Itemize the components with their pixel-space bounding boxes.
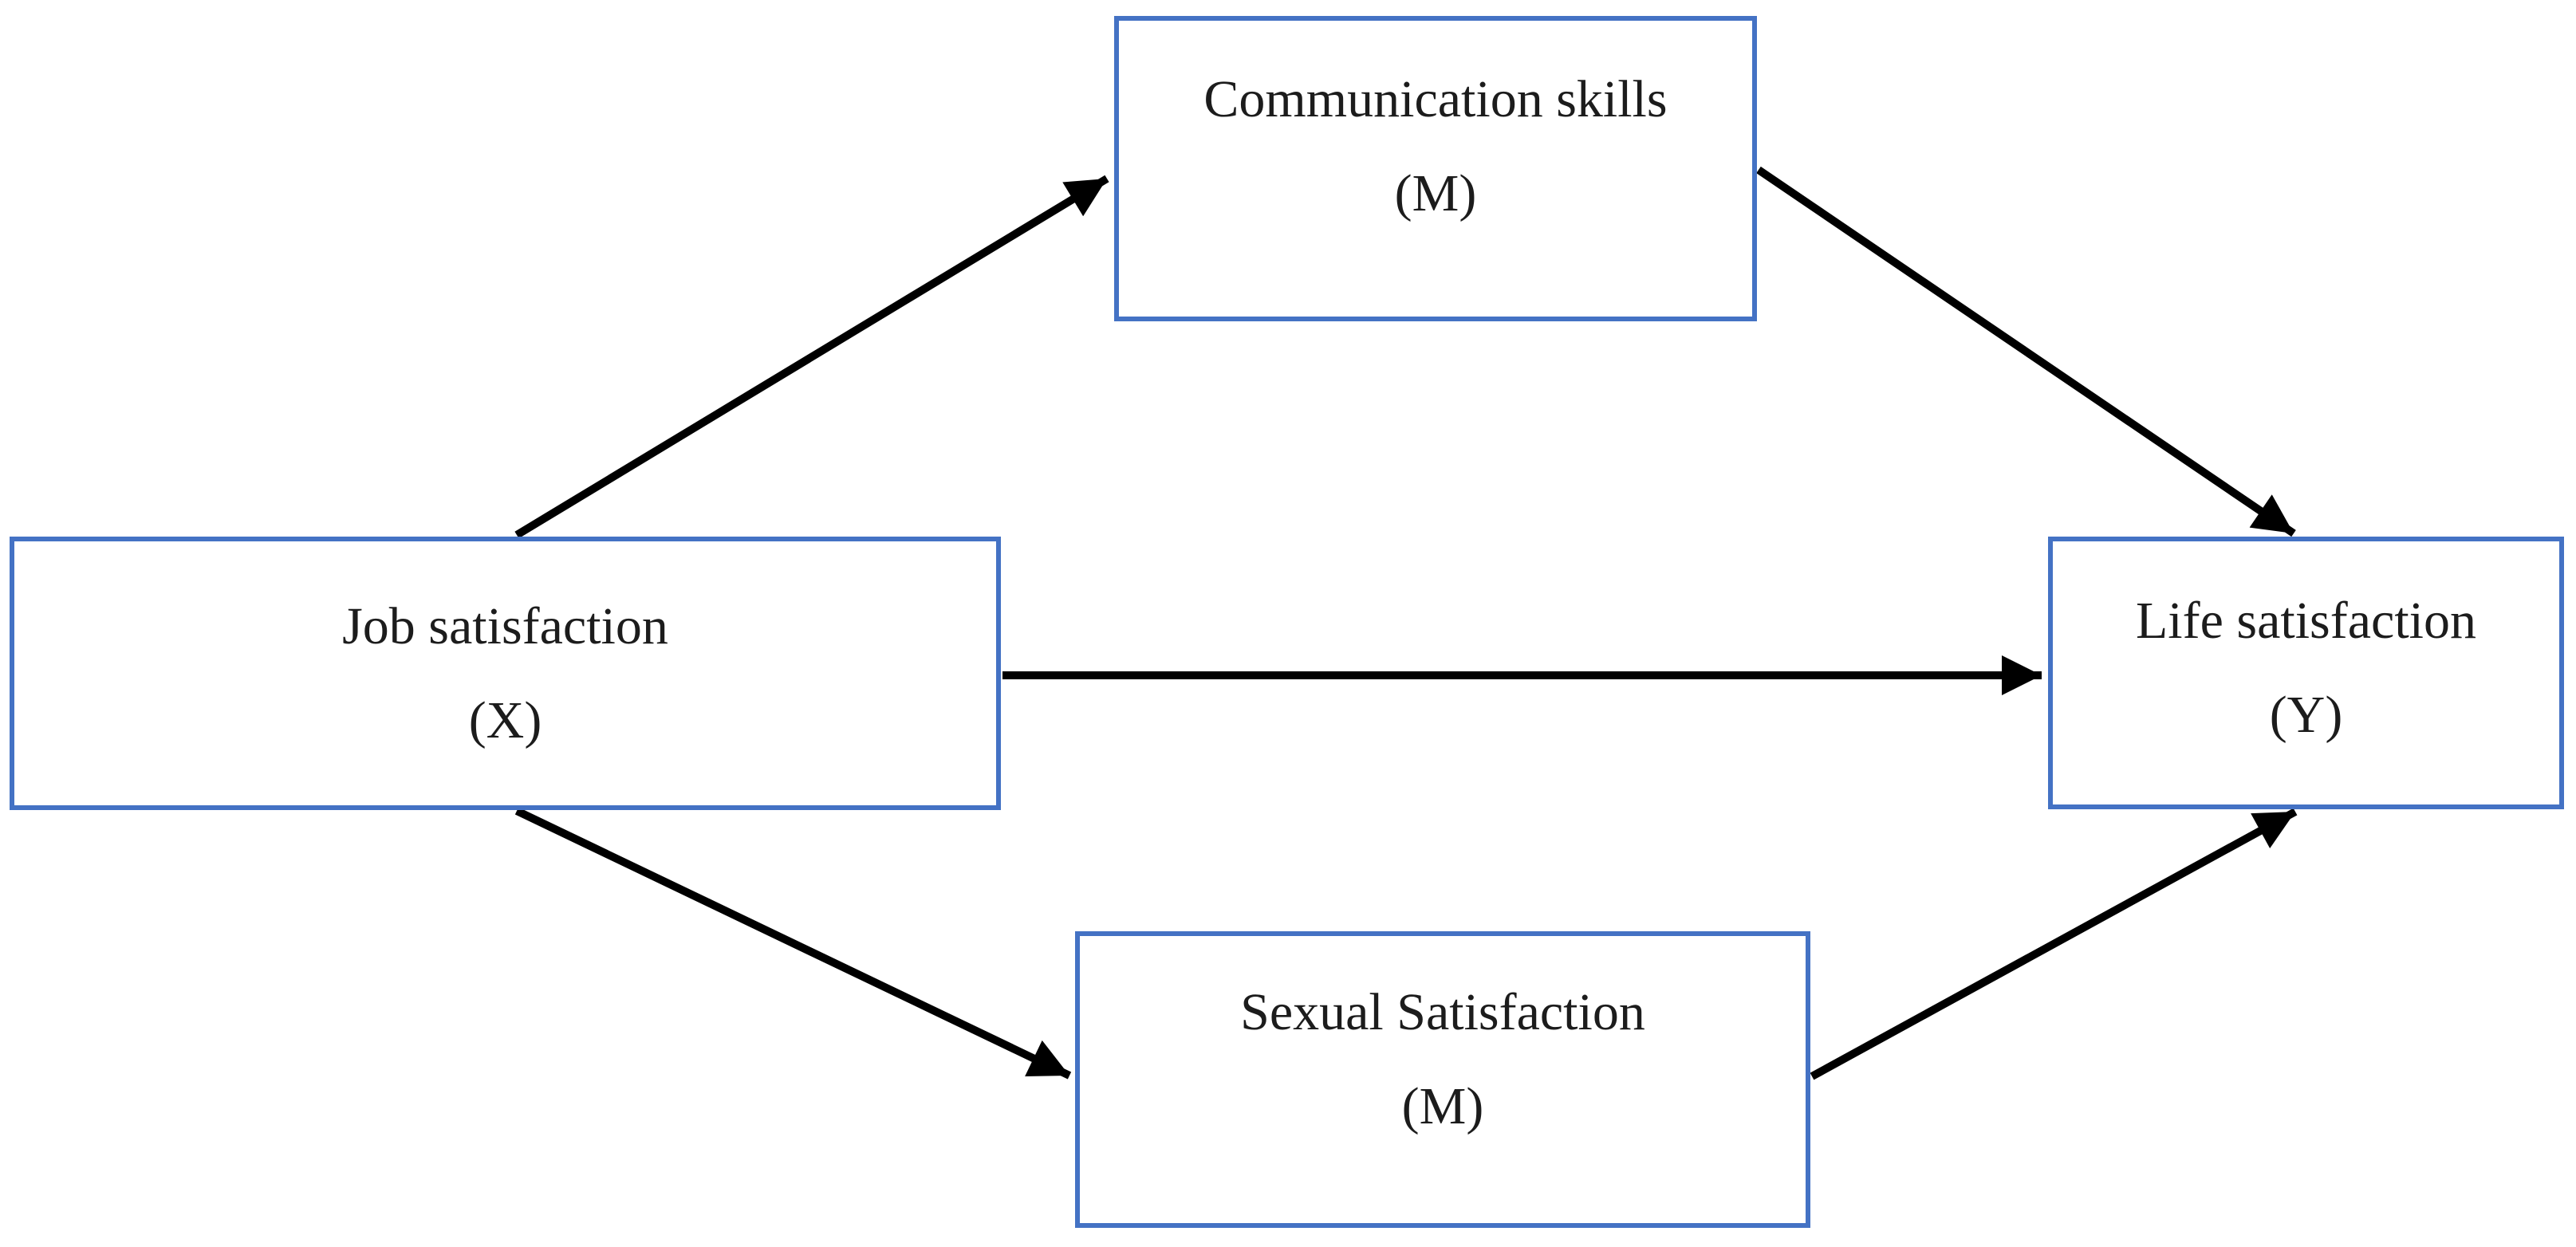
node-label: Communication skills <box>1203 70 1668 129</box>
node-job-satisfaction: Job satisfaction (X) <box>10 537 1001 810</box>
arrow-m2-to-y <box>1810 808 2298 1080</box>
node-role: (Y) <box>2269 686 2343 744</box>
node-label: Sexual Satisfaction <box>1240 983 1645 1042</box>
arrow-x-to-m1 <box>514 175 1109 539</box>
node-role: (X) <box>468 690 542 749</box>
arrow-m1-to-y <box>1756 166 2296 537</box>
node-label: Life satisfaction <box>2135 592 2476 651</box>
node-role: (M) <box>1401 1077 1484 1135</box>
arrow-x-to-m2 <box>514 807 1072 1080</box>
node-role: (M) <box>1394 164 1477 222</box>
node-communication-skills: Communication skills (M) <box>1114 16 1757 321</box>
node-sexual-satisfaction: Sexual Satisfaction (M) <box>1075 931 1810 1228</box>
node-label: Job satisfaction <box>342 596 668 655</box>
node-life-satisfaction: Life satisfaction (Y) <box>2048 537 2564 809</box>
